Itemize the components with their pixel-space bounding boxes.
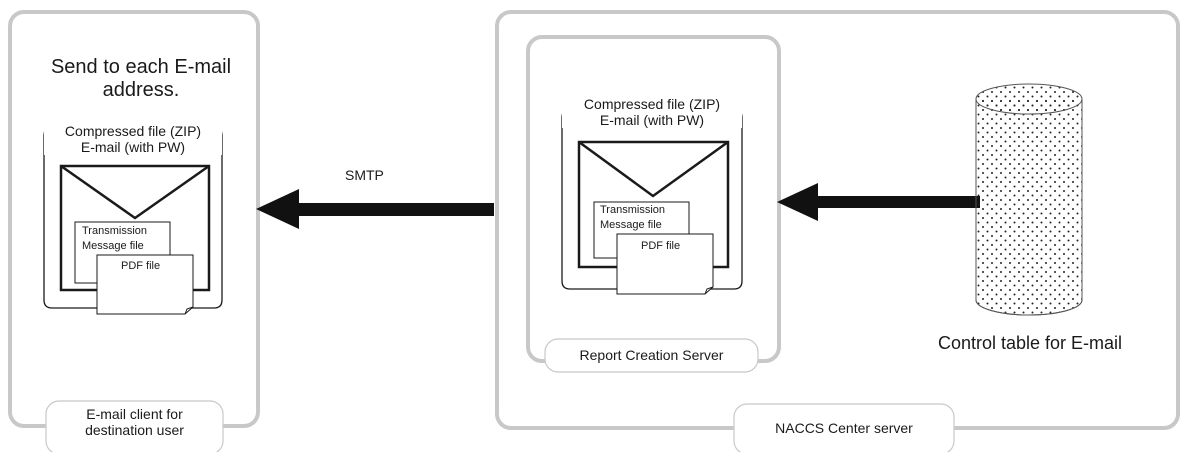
client-caption-line1: E-mail client for bbox=[86, 406, 183, 422]
server-transmission-line2: Message file bbox=[600, 219, 662, 232]
naccs-caption: NACCS Center server bbox=[775, 420, 913, 436]
client-heading-line2: address. bbox=[102, 79, 180, 101]
client-zip-line2: E-mail (with PW) bbox=[80, 139, 186, 156]
control-table-arrow bbox=[777, 183, 980, 221]
server-zip-line2: E-mail (with PW) bbox=[599, 112, 705, 129]
client-zip-label: Compressed file (ZIP) E-mail (with PW) bbox=[44, 123, 222, 156]
server-caption: Report Creation Server bbox=[579, 347, 724, 363]
server-transmission-line1: Transmission bbox=[600, 204, 665, 216]
client-caption: E-mail client for destination user bbox=[46, 406, 223, 438]
server-pdf-label: PDF file bbox=[641, 240, 681, 252]
client-caption-pill bbox=[45, 400, 224, 452]
server-transmission-label: Transmission Message file bbox=[600, 203, 665, 234]
server-caption-pill bbox=[544, 338, 759, 373]
client-heading: Send to each E-mail address. bbox=[10, 56, 272, 102]
database-cylinder-icon bbox=[975, 83, 1083, 316]
server-zip-label: Compressed file (ZIP) E-mail (with PW) bbox=[562, 96, 742, 129]
server-zip-line1: Compressed file (ZIP) bbox=[583, 96, 721, 112]
client-transmission-line2: Message file bbox=[82, 240, 144, 253]
client-caption-line2: destination user bbox=[85, 422, 184, 439]
control-table-label: Control table for E-mail bbox=[937, 333, 1123, 353]
smtp-arrow bbox=[256, 189, 494, 229]
client-pdf-doc bbox=[96, 254, 194, 315]
naccs-caption-pill bbox=[733, 403, 955, 452]
client-pdf-label: PDF file bbox=[121, 260, 161, 272]
smtp-label: SMTP bbox=[345, 167, 384, 183]
server-pdf-doc bbox=[616, 233, 714, 295]
client-transmission-line1: Transmission bbox=[82, 225, 147, 237]
client-heading-line1: Send to each E-mail bbox=[50, 56, 232, 78]
client-transmission-label: Transmission Message file bbox=[82, 224, 147, 255]
client-zip-line1: Compressed file (ZIP) bbox=[64, 123, 202, 139]
